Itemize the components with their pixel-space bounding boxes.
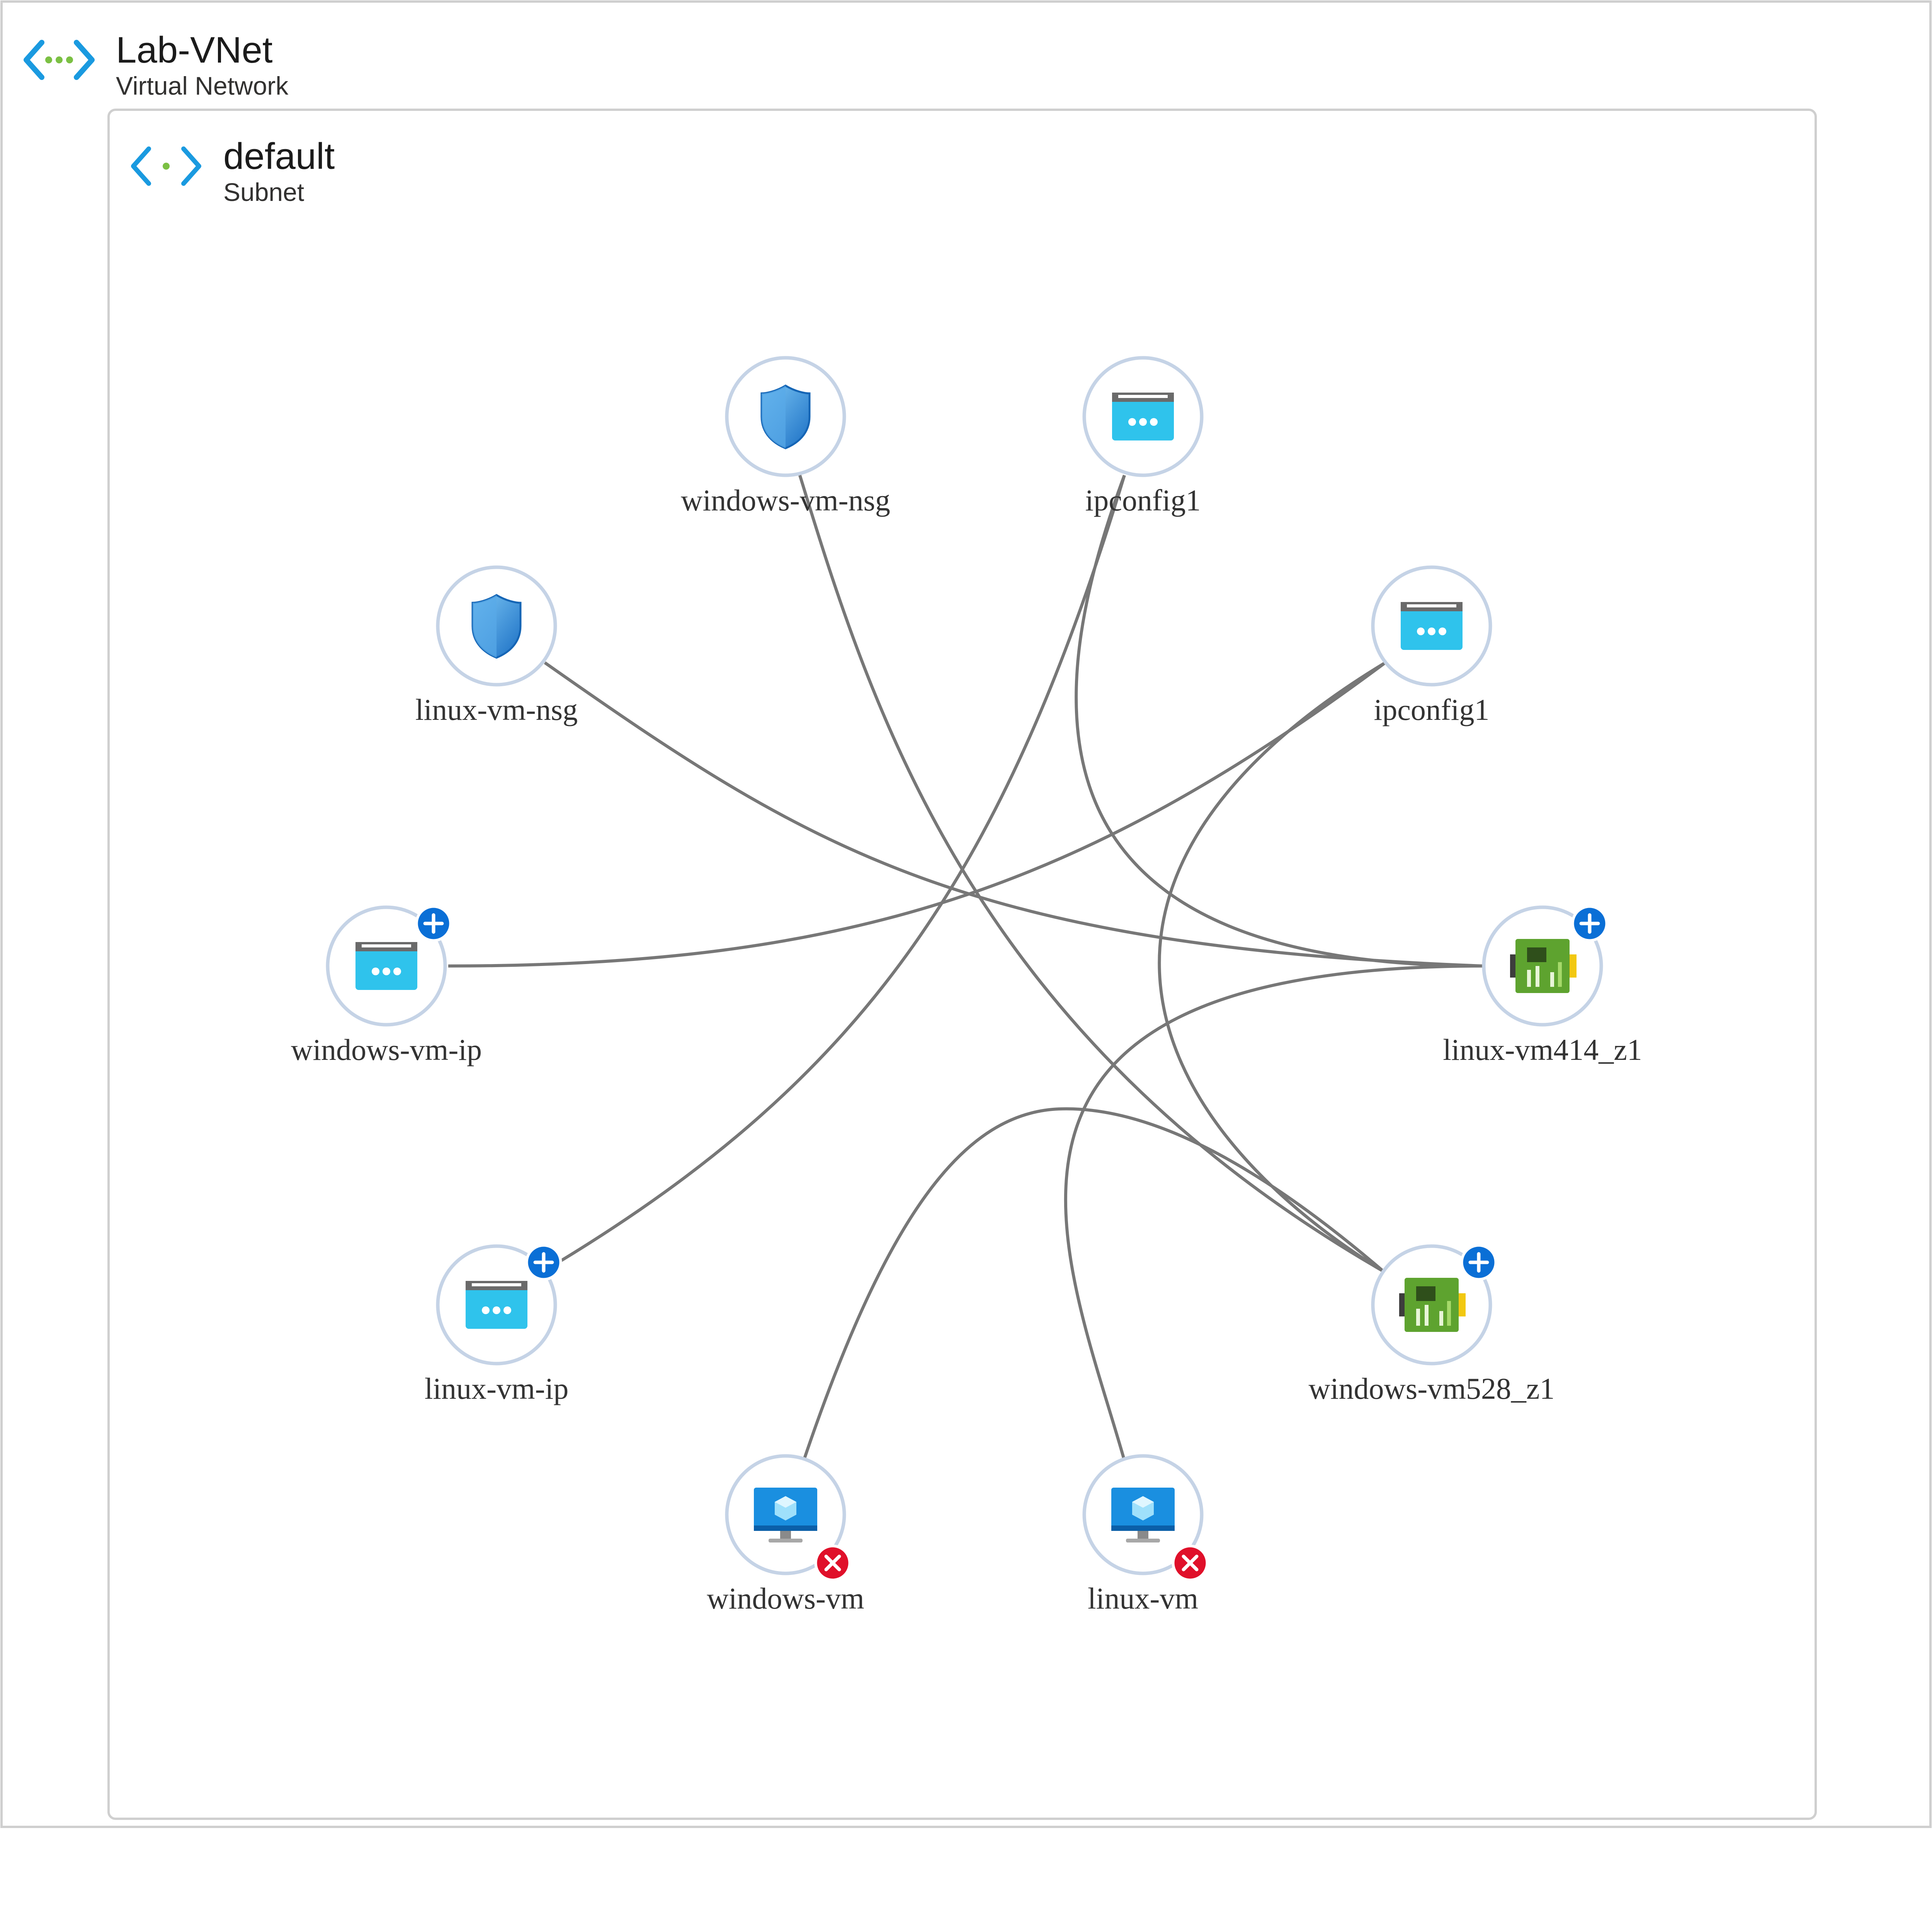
subnet-subtitle: Subnet [223,178,304,206]
node-label: windows-vm-nsg [681,483,890,517]
monitor-icon [754,1488,817,1542]
subnet-icon [131,146,201,186]
node-label: linux-vm414_z1 [1443,1033,1642,1066]
node-label: ipconfig1 [1085,483,1201,517]
node-ipconfig1-right[interactable]: ipconfig1 [1371,565,1492,726]
node-linux-vm[interactable]: linux-vm [1082,1454,1209,1615]
vnet-title: Lab-VNet [116,29,273,71]
node-label: linux-vm [1088,1582,1198,1615]
node-windows-vm528-z1[interactable]: windows-vm528_z1 [1309,1244,1555,1405]
error-badge-icon [814,1544,851,1582]
node-label: windows-vm528_z1 [1309,1372,1555,1405]
node-label: windows-vm-ip [291,1033,482,1066]
edge-ipconfig1-top-to-linux-vm414-z1 [1075,474,1484,968]
node-linux-vm-nsg[interactable]: linux-vm-nsg [415,565,578,726]
node-ipconfig1-top[interactable]: ipconfig1 [1082,356,1204,517]
node-label: linux-vm-ip [425,1372,569,1405]
node-windows-vm-ip[interactable]: windows-vm-ip [291,905,482,1066]
add-badge-icon[interactable] [415,905,452,942]
add-badge-icon[interactable] [1571,905,1608,942]
subnet-frame [107,109,1817,1820]
error-badge-icon [1172,1544,1209,1582]
subnet-title: default [223,136,335,177]
edge-windows-vm-to-windows-vm528-z1 [802,1107,1384,1461]
node-linux-vm-ip[interactable]: linux-vm-ip [425,1244,569,1405]
edge-ipconfig1-right-to-windows-vm-ip [448,661,1386,968]
connection-lines [448,474,1484,1461]
edge-ipconfig1-right-to-windows-vm528-z1 [1158,661,1386,1273]
shield-icon [471,594,522,659]
node-windows-vm-nsg[interactable]: windows-vm-nsg [681,356,890,517]
monitor-icon [1111,1488,1175,1542]
vnet-header[interactable]: Lab-VNet Virtual Network [24,29,289,100]
edge-linux-vm414-z1-to-linux-vm [1064,964,1484,1461]
nic-icon [1399,1278,1466,1332]
edge-linux-vm-nsg-to-linux-vm414-z1 [544,661,1484,968]
node-label: linux-vm-nsg [415,693,578,726]
edge-windows-vm-nsg-to-windows-vm528-z1 [798,474,1384,1273]
vnet-subtitle: Virtual Network [116,71,289,100]
ip-config-icon [1112,393,1174,440]
vnet-icon [24,40,95,80]
subnet-header[interactable]: default Subnet [131,136,335,206]
public-ip-icon [466,1281,527,1329]
ip-config-icon [1401,602,1463,650]
edge-ipconfig1-top-to-linux-vm-ip [555,474,1126,1265]
add-badge-icon[interactable] [525,1244,562,1281]
add-badge-icon[interactable] [1460,1244,1497,1281]
node-label: ipconfig1 [1374,693,1490,726]
public-ip-icon [355,942,417,990]
nic-icon [1510,939,1577,993]
shield-icon [760,384,811,449]
node-linux-vm414-z1[interactable]: linux-vm414_z1 [1443,905,1642,1066]
node-label: windows-vm [707,1582,864,1615]
node-windows-vm[interactable]: windows-vm [707,1454,864,1615]
